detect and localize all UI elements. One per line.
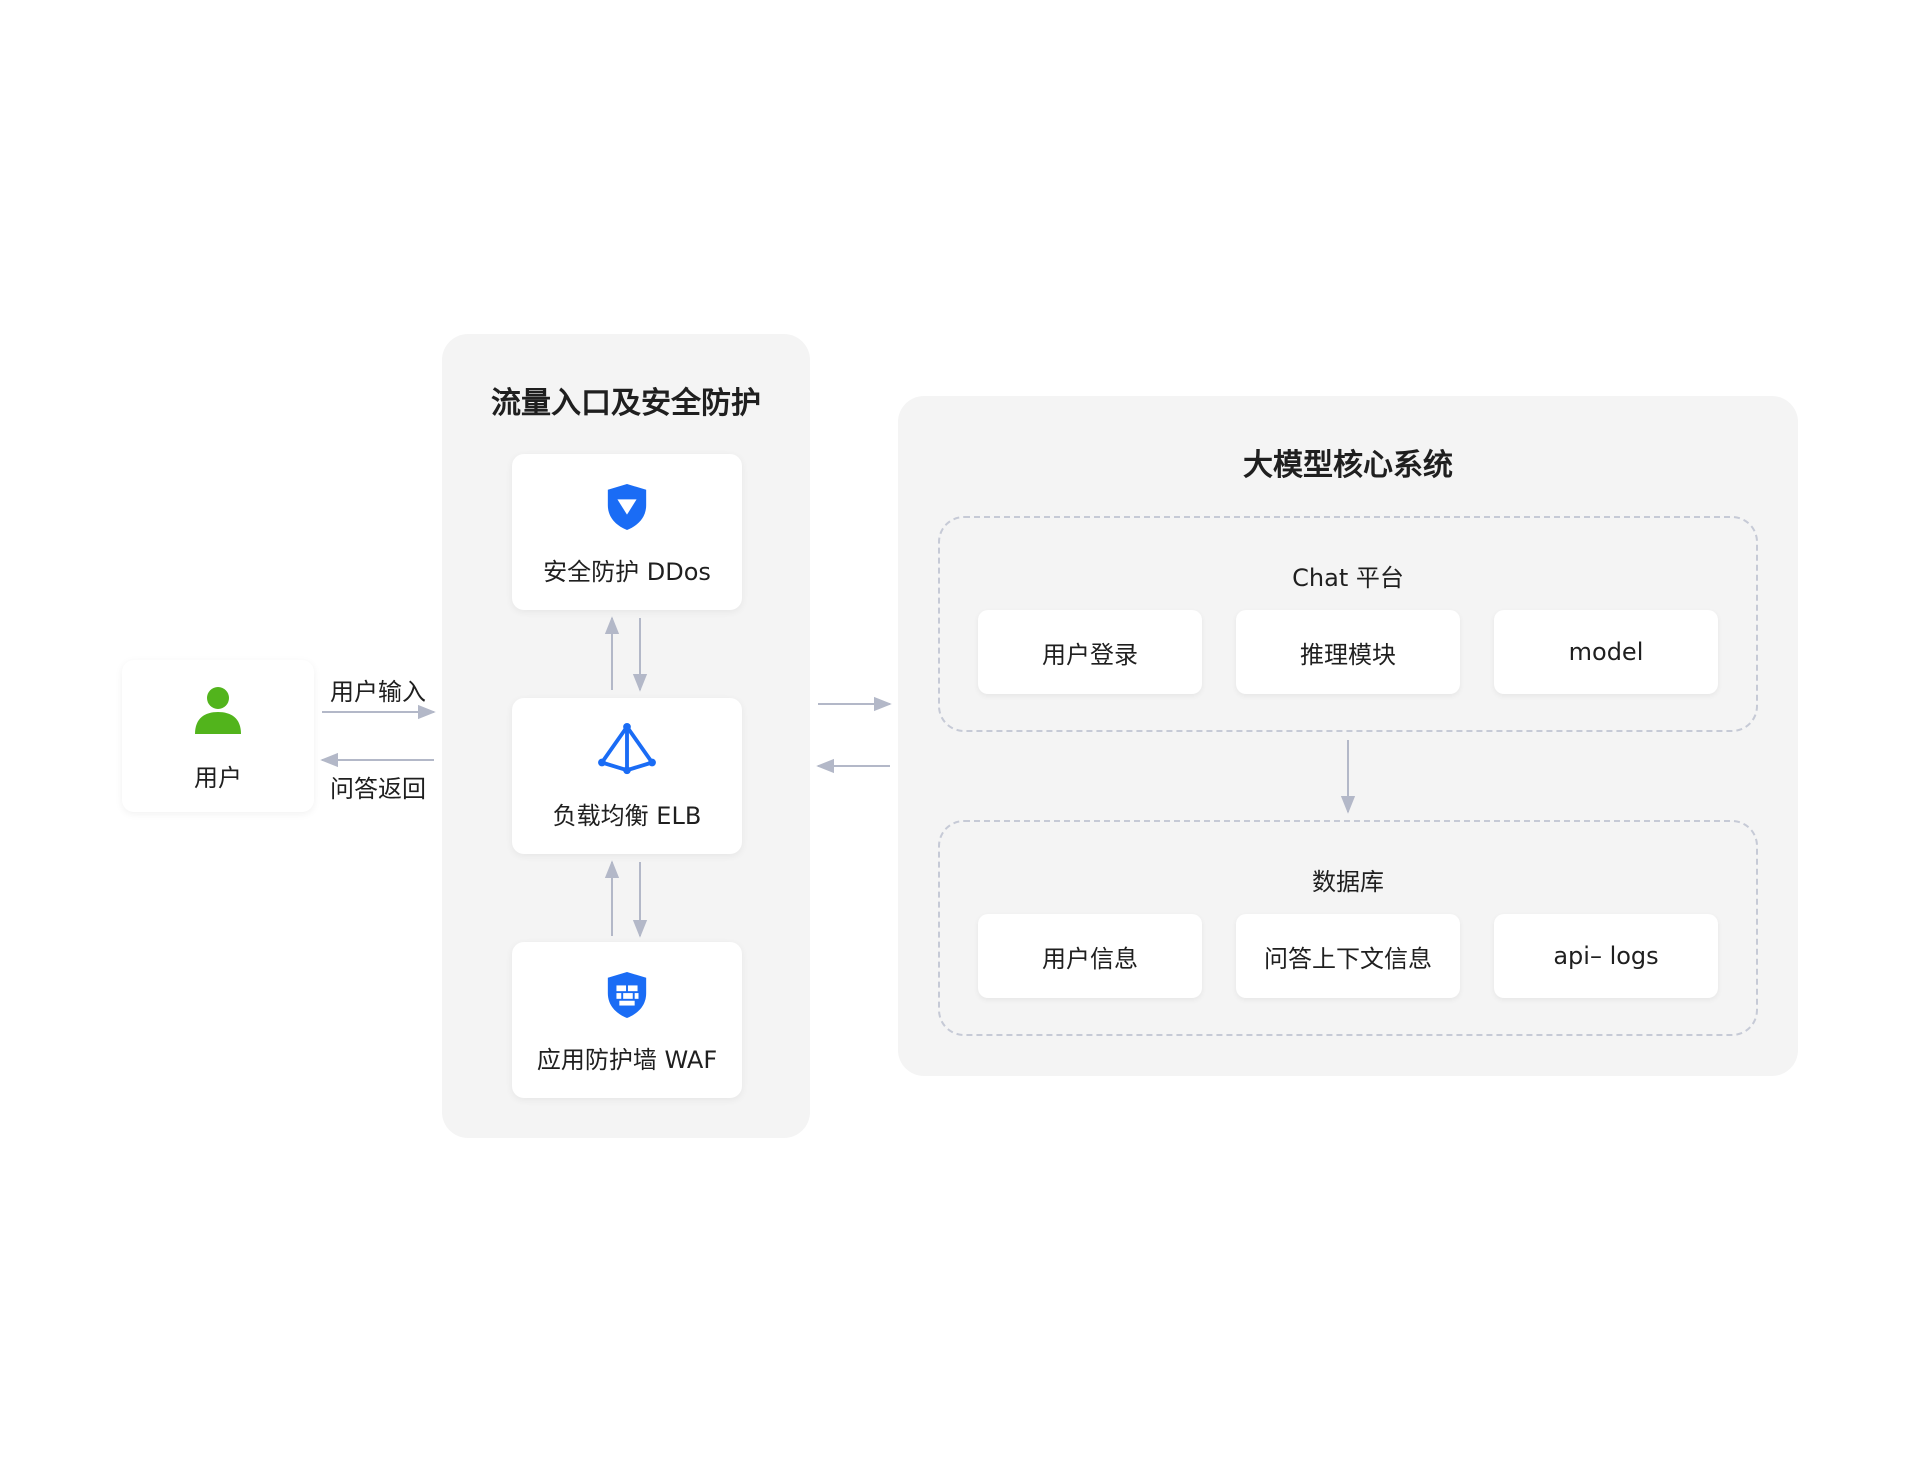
user-input-label: 用户输入 [330, 678, 426, 706]
waf-label: 应用防护墙 WAF [536, 1046, 718, 1074]
elb-card: 负载均衡 ELB [512, 698, 742, 854]
ingress-panel: 流量入口及安全防护 安全防护 DDos 负载均衡 ELB [442, 334, 810, 1138]
api-logs-box: api– logs [1494, 914, 1718, 998]
user-login-box: 用户登录 [978, 610, 1202, 694]
user-info-box: 用户信息 [978, 914, 1202, 998]
model-box: model [1494, 610, 1718, 694]
chat-platform-title: Chat 平台 [1292, 564, 1404, 592]
qa-context-box: 问答上下文信息 [1236, 914, 1460, 998]
core-panel: 大模型核心系统 Chat 平台 用户登录 推理模块 model 数据库 用户信息… [898, 396, 1798, 1076]
user-card: 用户 [122, 660, 314, 812]
load-balancer-icon [598, 722, 656, 775]
ingress-title: 流量入口及安全防护 [491, 386, 761, 421]
inference-module-box: 推理模块 [1236, 610, 1460, 694]
user-icon [195, 687, 241, 734]
database-group: 数据库 用户信息 问答上下文信息 api– logs [938, 820, 1758, 1036]
qa-return-label: 问答返回 [330, 775, 426, 803]
elb-label: 负载均衡 ELB [552, 802, 702, 830]
core-title: 大模型核心系统 [1243, 448, 1453, 483]
user-label: 用户 [194, 764, 242, 792]
ddos-card: 安全防护 DDos [512, 454, 742, 610]
chat-platform-group: Chat 平台 用户登录 推理模块 model [938, 516, 1758, 732]
waf-card: 应用防护墙 WAF [512, 942, 742, 1098]
ddos-label: 安全防护 DDos [543, 558, 711, 586]
shield-icon [607, 484, 647, 530]
database-title: 数据库 [1312, 868, 1384, 896]
firewall-shield-icon [607, 972, 647, 1018]
